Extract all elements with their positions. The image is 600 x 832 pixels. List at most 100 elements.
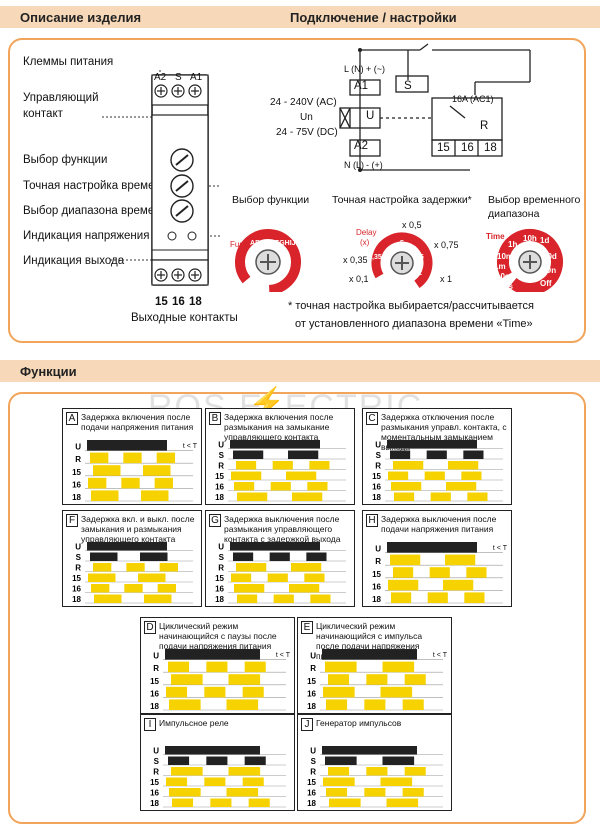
timing-row-label: 15 — [307, 677, 316, 686]
timing-row-label: 18 — [72, 595, 81, 604]
timing-pulse — [323, 686, 355, 698]
timing-row-label: 16 — [307, 689, 316, 698]
timing-pulse — [169, 699, 201, 710]
timing-pulse — [328, 674, 350, 685]
function-letter-d: D — [265, 240, 271, 247]
timing-pulse — [380, 777, 413, 786]
range-dial — [497, 229, 563, 292]
function-card-title: Генератор импульсов — [316, 718, 402, 728]
timing-row-label: 15 — [307, 778, 316, 787]
timing-pulse — [380, 686, 413, 698]
timing-pulse — [140, 552, 168, 561]
wiring-contact-16: 16 — [461, 142, 474, 154]
delay-tick-5: 5 — [400, 240, 404, 247]
range-mark-10h: 10h — [523, 234, 537, 243]
timing-pulse — [123, 452, 142, 464]
timing-pulse — [144, 594, 172, 603]
timing-row-label: S — [76, 553, 82, 562]
timing-pulse — [230, 440, 320, 449]
timing-pulse — [171, 767, 203, 776]
callout-function-select: Выбор функции — [23, 154, 108, 166]
timing-row-label: R — [310, 768, 316, 777]
delay-mark-01: x 0,1 — [349, 274, 369, 284]
timing-pulse — [391, 482, 422, 491]
footnote-line-1: * точная настройка выбирается/рассчитыва… — [288, 300, 534, 312]
timing-row-label: 15 — [372, 472, 381, 481]
timing-pulse — [273, 594, 294, 603]
timing-pulse — [393, 461, 424, 470]
terminal-a2-top: A2 — [154, 72, 167, 83]
timing-pulse — [244, 756, 266, 765]
range-dial-title-1: Выбор временного — [488, 194, 581, 206]
timing-pulse — [166, 777, 188, 786]
delay-dial-label-2: (x) — [360, 238, 370, 247]
range-mark-1s: 1s — [504, 282, 513, 291]
wiring-supply-dc: 24 - 75V (DC) — [276, 127, 338, 138]
terminal-15-bottom: 15 — [155, 296, 168, 308]
timing-pulse — [124, 584, 143, 593]
timing-row-label: U — [310, 652, 316, 661]
timing-pulse — [168, 756, 190, 765]
timing-pulse — [443, 579, 474, 591]
function-dial-title: Выбор функции — [232, 194, 310, 206]
timing-row-label: R — [75, 455, 81, 464]
callout-time-range: Выбор диапазона времени — [23, 205, 167, 217]
timing-pulse — [404, 767, 426, 776]
timing-row-label: 18 — [307, 702, 316, 711]
callout-fine-time: Точная настройка времени — [23, 180, 168, 192]
delay-tick-35: ,35 — [372, 254, 382, 261]
relay-device-drawing — [100, 70, 220, 286]
timing-pulse — [93, 563, 112, 572]
function-card-letter: E — [301, 621, 313, 634]
function-card-letter: G — [209, 514, 221, 527]
connection-settings-title: Подключение / настройки — [290, 10, 457, 25]
timing-pulse — [237, 492, 268, 501]
timing-pulse — [304, 573, 325, 582]
timing-pulse — [426, 450, 447, 459]
wiring-supply-ac: 24 - 240V (AC) — [270, 97, 337, 108]
timing-row-label: U — [375, 441, 381, 450]
timing-pulse — [430, 492, 451, 501]
timing-pulse — [204, 777, 226, 786]
range-mark-10m: 10m — [497, 252, 514, 261]
timing-row-label: 18 — [307, 799, 316, 808]
timing-pulse — [364, 788, 386, 797]
timing-row-label: 18 — [372, 595, 381, 604]
function-letter-i: I — [289, 240, 292, 247]
timing-pulse — [143, 465, 171, 476]
timing-pulse — [168, 661, 190, 673]
timing-pulse — [248, 798, 270, 807]
timing-row-label: 16 — [150, 689, 159, 698]
terminal-s-top: S — [175, 72, 182, 83]
function-dial — [235, 229, 301, 292]
timing-row-label: S — [311, 757, 317, 766]
timing-pulse — [172, 798, 194, 807]
timing-row-label: R — [310, 664, 316, 673]
range-mark-1m: 1m — [494, 262, 506, 271]
timing-pulse — [306, 552, 327, 561]
timing-row-label: R — [153, 664, 159, 673]
timing-pulse — [87, 542, 167, 551]
timing-row-label: 16 — [372, 483, 381, 492]
wiring-contact-15: 15 — [437, 142, 450, 154]
timing-row-label: U — [75, 443, 81, 452]
function-card-note: t < T — [182, 443, 197, 450]
delay-mark-05: x 0,5 — [402, 220, 422, 230]
delay-tick-75: 75 — [416, 254, 424, 261]
timing-pulse — [233, 450, 264, 459]
timing-row-label: 16 — [72, 480, 81, 489]
range-dial-label: Time — [486, 232, 505, 241]
timing-pulse — [228, 767, 261, 776]
wiring-n-label: N (L) — [344, 160, 364, 170]
header-band — [0, 6, 600, 28]
timing-row-label: S — [154, 757, 160, 766]
timing-pulse — [169, 788, 201, 797]
timing-row-label: R — [218, 462, 224, 471]
timing-pulse — [322, 649, 417, 660]
function-card-letter: H — [366, 514, 378, 527]
